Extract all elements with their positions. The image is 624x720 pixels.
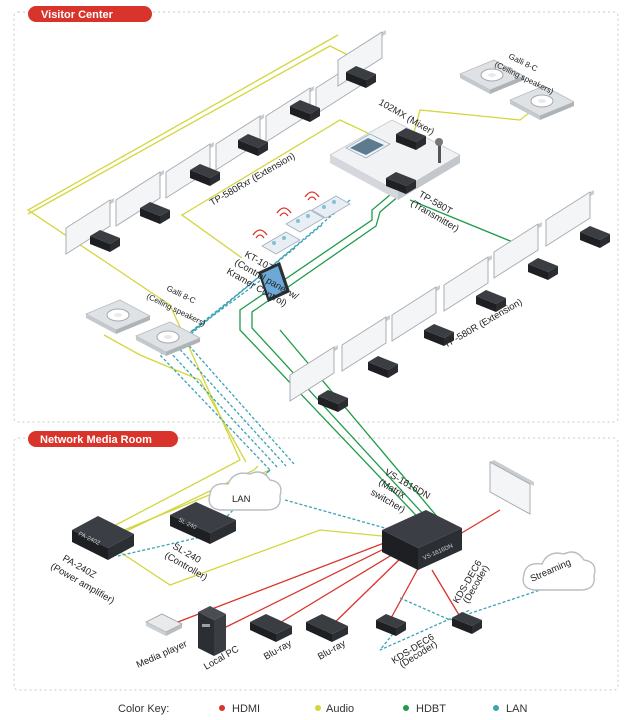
hdmi-key-dot [219, 705, 225, 711]
visitor-center-title: Visitor Center [41, 9, 114, 21]
vs1616dn-matrix-switcher: VS-1616DN [382, 510, 462, 570]
bluray-device-1 [250, 614, 292, 642]
color-key-title: Color Key: [118, 703, 169, 715]
receiver-box [140, 202, 170, 224]
hdbt-cables [239, 189, 521, 531]
kds-dec6-decoder-right [452, 612, 482, 634]
kds-dec6-decoder-left [376, 614, 406, 636]
audio-key-dot [315, 705, 321, 711]
receiver-box [528, 258, 558, 280]
kt107-control-panel [258, 262, 290, 302]
wireless-panels [252, 191, 351, 255]
streaming-cloud [522, 551, 596, 591]
receiver-box [318, 390, 348, 412]
mixer-table [329, 119, 461, 200]
hdbt-key-dot [403, 705, 409, 711]
tp580r-boxes [318, 226, 610, 412]
bluray-device-2 [306, 614, 348, 642]
local-pc-device [198, 606, 226, 656]
speaker [85, 299, 151, 335]
network-media-room-title: Network Media Room [40, 434, 152, 446]
network-media-room-tab [28, 431, 178, 447]
receiver-box [580, 226, 610, 248]
audio-key-label: Audio [326, 703, 354, 715]
sl240-controller: SL-240 [170, 502, 236, 544]
media-player-device [145, 613, 183, 636]
receiver-box [368, 356, 398, 378]
color-key-legend: HDMI Audio HDBT LAN [219, 703, 527, 715]
visitor-center-tab [28, 6, 152, 22]
pa240z-amplifier: PA-240Z [72, 516, 134, 560]
receiver-box [90, 230, 120, 252]
media-player-label: Media player [135, 639, 189, 671]
lan-key-label: LAN [506, 703, 527, 715]
lan-cloud-label: LAN [232, 494, 251, 505]
lan-key-dot [493, 705, 499, 711]
lan-cloud [208, 471, 282, 511]
tp580rxr-screens [65, 29, 387, 255]
network-media-room-frame [13, 437, 619, 691]
bluray-1-label: Blu-ray [262, 638, 294, 663]
hdmi-key-label: HDMI [232, 703, 260, 715]
output-screen [489, 460, 534, 515]
hdbt-key-label: HDBT [416, 703, 446, 715]
